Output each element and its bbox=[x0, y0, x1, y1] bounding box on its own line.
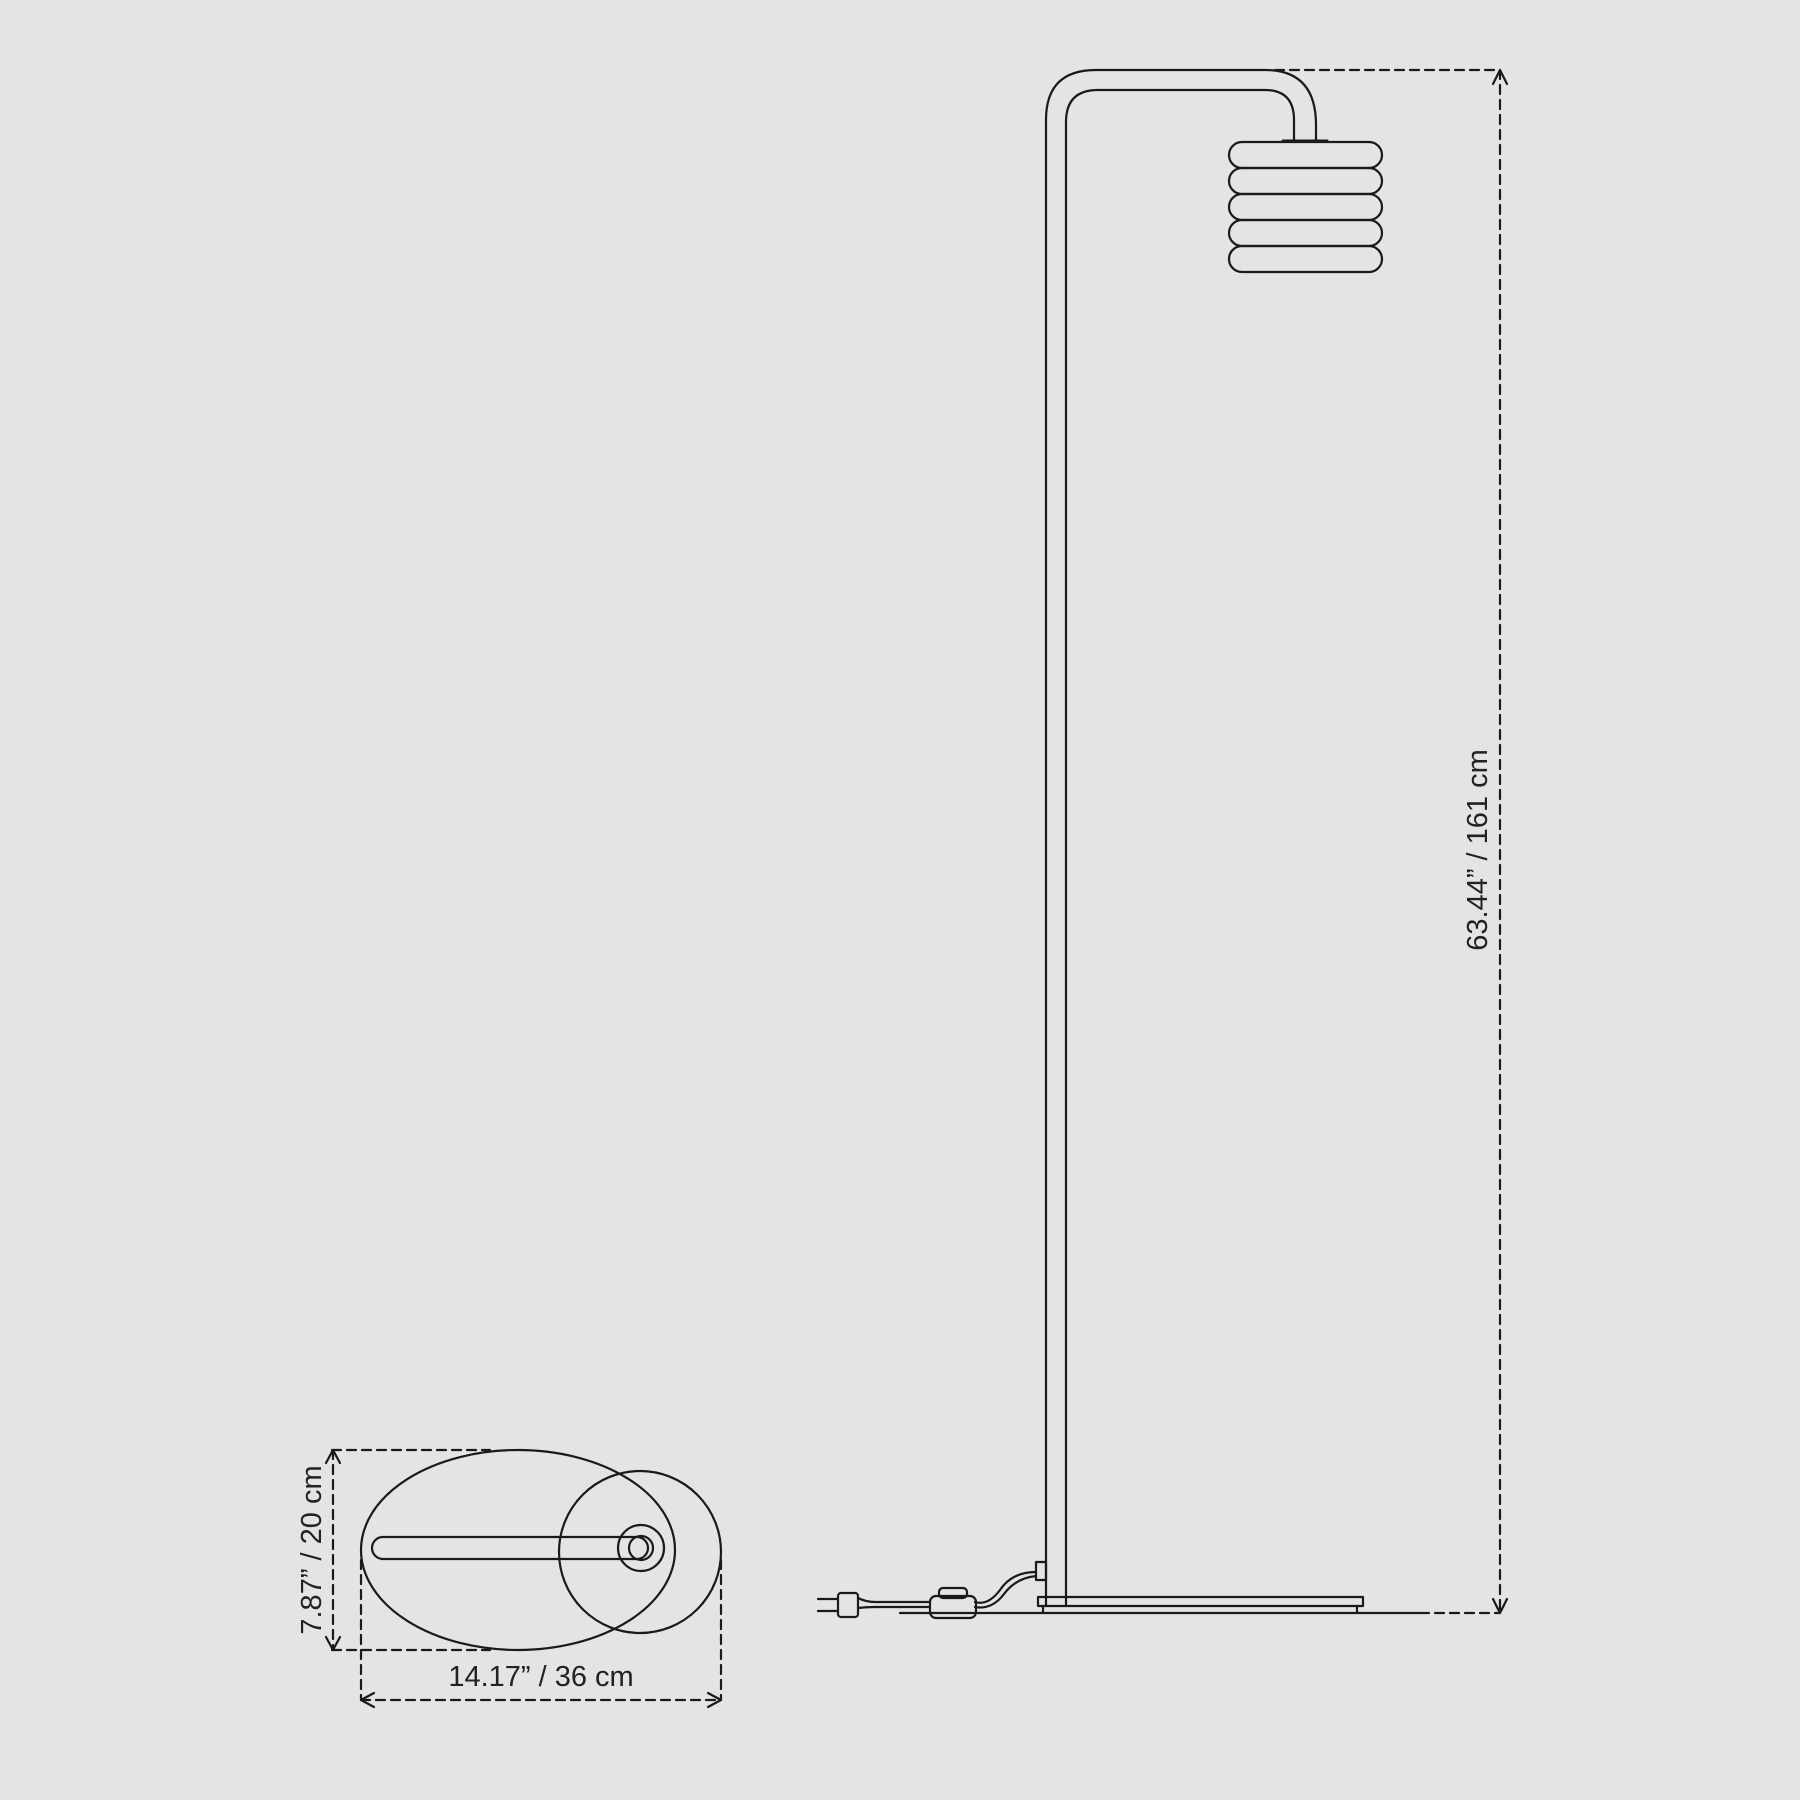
plug-prongs bbox=[816, 1597, 840, 1613]
lamp-arm-outer bbox=[1044, 68, 1318, 1607]
stem-inner bbox=[627, 1534, 655, 1562]
width-arrow-right bbox=[706, 1691, 723, 1709]
shade-ring bbox=[1227, 218, 1384, 248]
depth-arrow-bottom bbox=[324, 1635, 342, 1652]
power-cord bbox=[856, 1596, 932, 1610]
depth-arrow-top bbox=[324, 1448, 342, 1465]
base-depth-dimension bbox=[324, 1448, 492, 1652]
base-width-dimension bbox=[359, 1558, 723, 1709]
lamp-shade bbox=[1227, 140, 1384, 274]
base-plate bbox=[1036, 1595, 1365, 1608]
plug bbox=[816, 1591, 860, 1619]
width-arrow-left bbox=[359, 1691, 376, 1709]
foot-switch-body bbox=[928, 1594, 978, 1620]
lamp-base-side bbox=[898, 1595, 1422, 1615]
lamp-arm-inner bbox=[1064, 88, 1296, 1607]
height-label: 63.44” / 161 cm bbox=[1462, 749, 1494, 951]
base-weight-disc bbox=[557, 1469, 723, 1635]
shade-ring bbox=[1227, 140, 1384, 170]
base-depth-label: 7.87” / 20 cm bbox=[296, 1465, 328, 1634]
base-width-label: 14.17” / 36 cm bbox=[448, 1661, 633, 1693]
base-arm-top bbox=[370, 1535, 650, 1561]
base-plan-view bbox=[324, 1448, 723, 1709]
base-oval bbox=[359, 1448, 677, 1652]
power-cord bbox=[973, 1570, 1038, 1609]
foot-switch-button bbox=[937, 1586, 969, 1600]
shade-ring bbox=[1227, 244, 1384, 274]
height-dimension bbox=[1273, 68, 1509, 1615]
floor-lamp-elevation bbox=[816, 68, 1509, 1620]
foot-switch bbox=[928, 1586, 978, 1620]
shade-ring bbox=[1227, 192, 1384, 222]
shade-ring bbox=[1227, 166, 1384, 196]
cord-exit bbox=[1034, 1560, 1048, 1582]
stem-outer bbox=[616, 1523, 666, 1573]
height-arrow-top bbox=[1491, 68, 1509, 86]
plug-body bbox=[836, 1591, 860, 1619]
height-arrow-bottom bbox=[1491, 1597, 1509, 1615]
